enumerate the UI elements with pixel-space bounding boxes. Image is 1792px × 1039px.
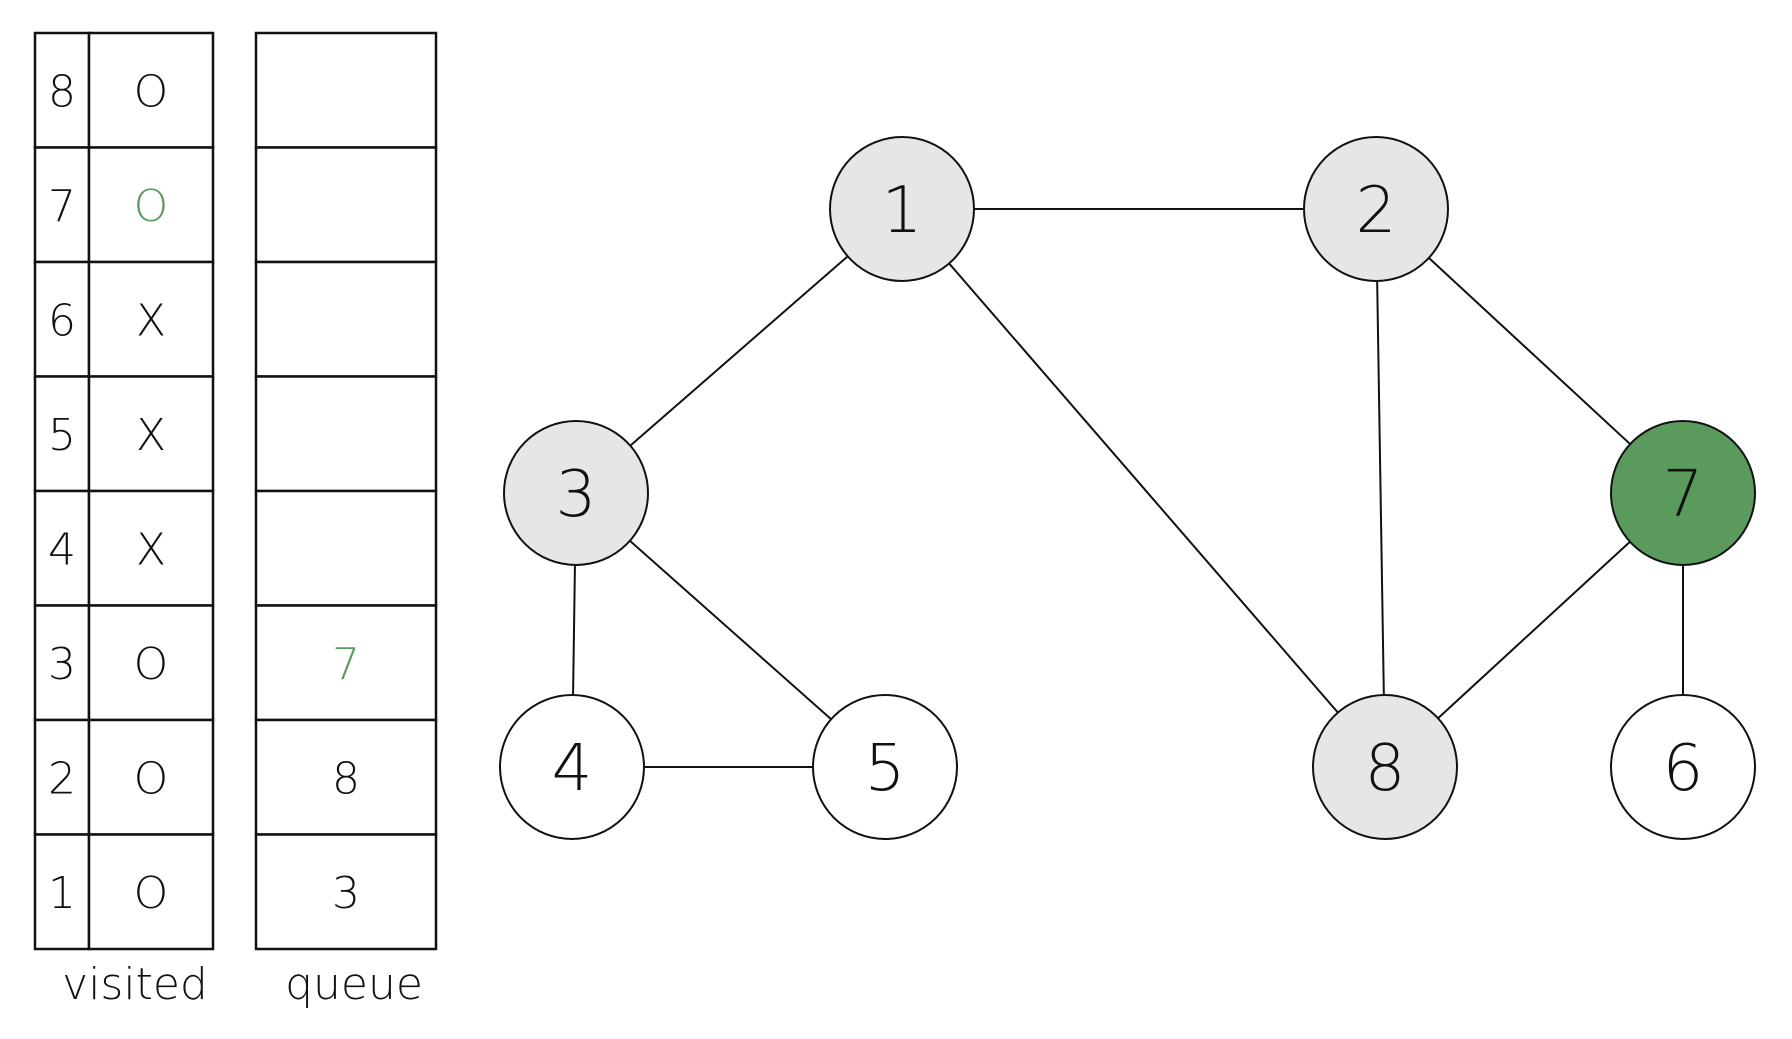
queue-value-label: 8	[332, 753, 360, 804]
visited-index-label: 1	[48, 868, 76, 919]
node-label: 6	[1663, 732, 1704, 806]
node-circle	[1312, 694, 1458, 840]
node-label: 8	[1365, 732, 1406, 806]
queue-value-label: 7	[332, 639, 360, 690]
queue-cell	[254, 718, 438, 836]
visited-value-cell	[87, 146, 215, 264]
graph-node-1: 1	[829, 136, 975, 282]
queue-cell	[254, 489, 438, 607]
edge-2-8	[1375, 208, 1386, 768]
node-circle	[1610, 420, 1756, 566]
visited-index-label: 2	[48, 753, 76, 804]
visited-index-label: 3	[48, 639, 76, 690]
queue-label: queue	[285, 959, 423, 1010]
node-label: 5	[865, 732, 906, 806]
queue-cell	[254, 833, 438, 951]
node-label: 4	[552, 732, 593, 806]
visited-label: visited	[62, 959, 208, 1010]
graph-node-6: 6	[1610, 694, 1756, 840]
graph-node-2: 2	[1303, 136, 1449, 282]
edge-1-8	[901, 208, 1386, 768]
queue-slot	[254, 260, 438, 378]
visited-value-cell	[87, 260, 215, 378]
graph-nodes: 1 2 3 4 5 6 7 8	[499, 136, 1756, 840]
visited-value-cell	[87, 31, 215, 149]
queue-cell	[254, 31, 438, 149]
graph-node-4: 4	[499, 694, 645, 840]
visited-value-label: X	[136, 524, 166, 575]
queue-value-label: 3	[332, 868, 360, 919]
queue-cell	[254, 260, 438, 378]
node-circle	[829, 136, 975, 282]
node-label: 2	[1356, 174, 1397, 248]
queue-slot: 8	[254, 718, 438, 836]
visited-index-label: 5	[48, 410, 76, 461]
graph-node-3: 3	[503, 420, 649, 566]
visited-value-cell	[87, 718, 215, 836]
queue-table: 7 8 3	[254, 31, 438, 951]
visited-index-label: 8	[48, 66, 76, 117]
node-circle	[1303, 136, 1449, 282]
queue-cell	[254, 146, 438, 264]
node-label: 7	[1663, 458, 1704, 532]
node-circle	[1610, 694, 1756, 840]
visited-index-cell	[33, 31, 91, 149]
visited-index-label: 6	[48, 295, 76, 346]
node-circle	[503, 420, 649, 566]
visited-value-label: O	[134, 753, 169, 804]
visited-value-cell	[87, 604, 215, 722]
graph-node-7: 7	[1610, 420, 1756, 566]
visited-value-cell	[87, 833, 215, 951]
queue-slot	[254, 375, 438, 493]
queue-cell	[254, 375, 438, 493]
visited-value-cell	[87, 489, 215, 607]
queue-slot	[254, 31, 438, 149]
queue-slot	[254, 146, 438, 264]
queue-cell	[254, 604, 438, 722]
queue-slot	[254, 489, 438, 607]
visited-value-cell	[87, 375, 215, 493]
graph-node-8: 8	[1312, 694, 1458, 840]
visited-value-label: O	[134, 639, 169, 690]
graph-node-5: 5	[812, 694, 958, 840]
queue-slot: 3	[254, 833, 438, 951]
visited-value-label: O	[134, 181, 169, 232]
visited-value-label: X	[136, 295, 166, 346]
node-label: 3	[556, 458, 597, 532]
node-circle	[812, 694, 958, 840]
node-label: 1	[882, 174, 923, 248]
queue-slot: 7	[254, 604, 438, 722]
graph-edges	[571, 208, 1684, 768]
visited-value-label: O	[134, 66, 169, 117]
visited-index-label: 4	[48, 524, 76, 575]
node-circle	[499, 694, 645, 840]
visited-value-label: O	[134, 868, 169, 919]
visited-value-label: X	[136, 410, 166, 461]
visited-index-label: 7	[48, 181, 76, 232]
